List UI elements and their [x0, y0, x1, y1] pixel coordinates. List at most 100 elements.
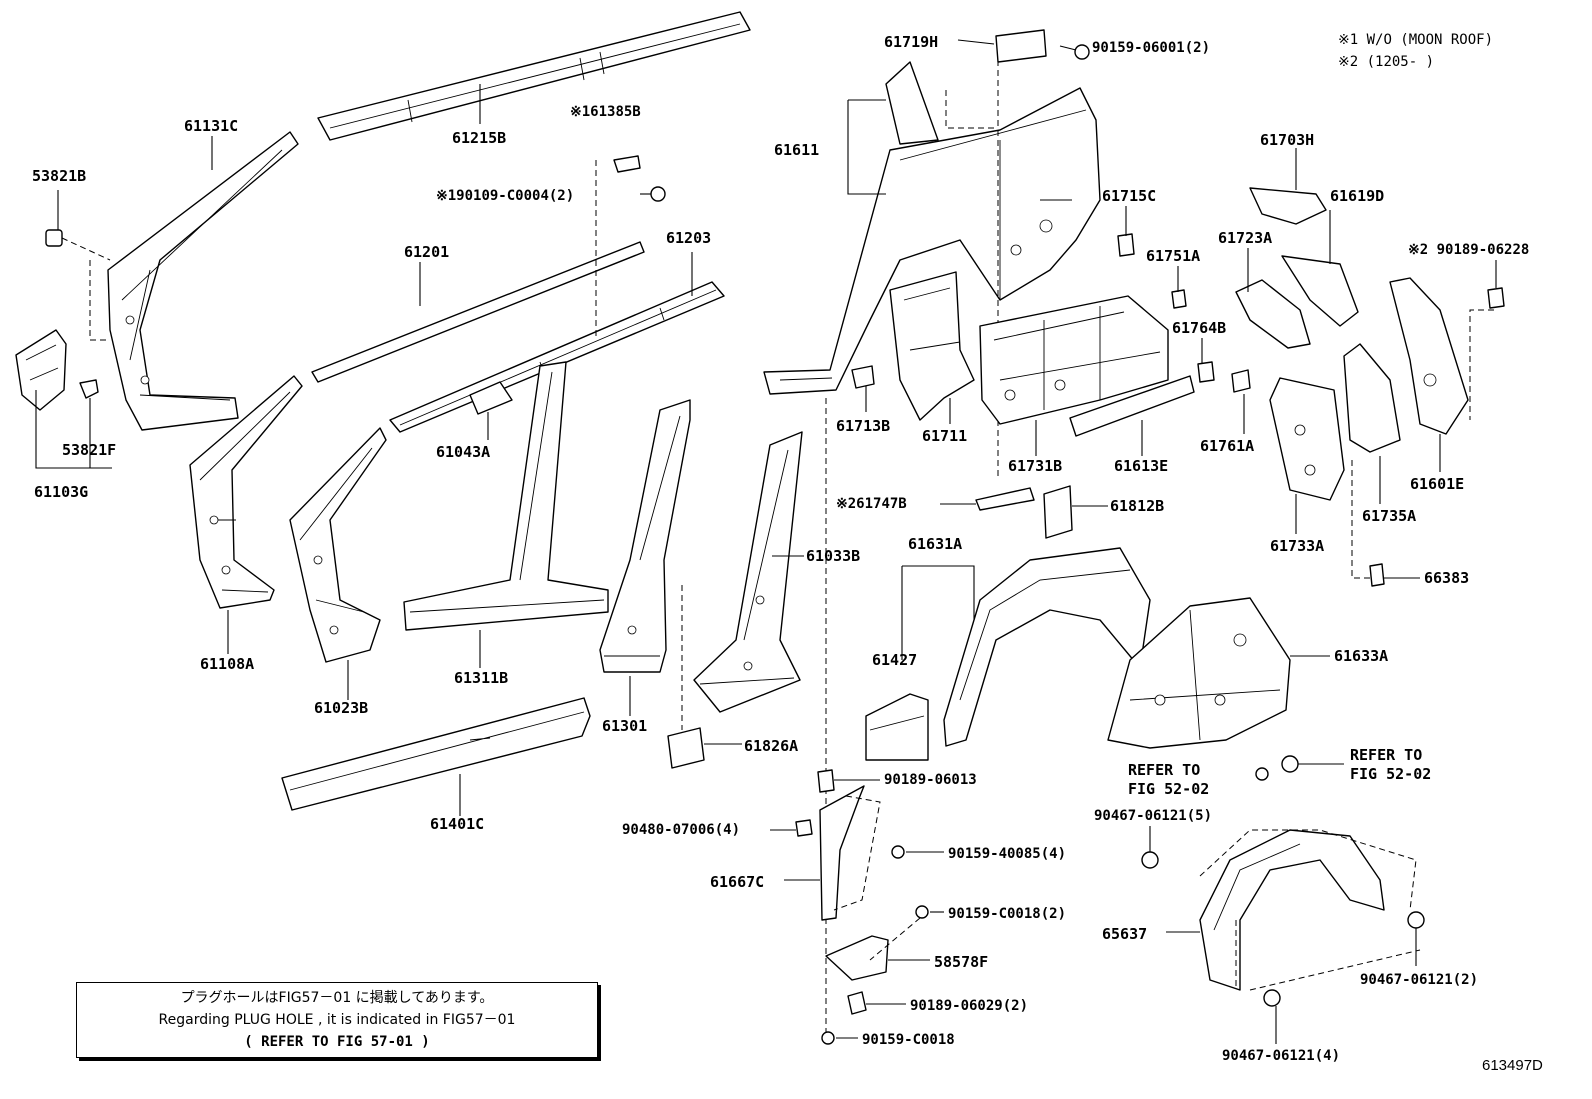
- label-61633a[interactable]: 61633A: [1334, 647, 1389, 665]
- part-61385b-bracket[interactable]: [613, 155, 641, 173]
- label-61311b[interactable]: 61311B: [454, 669, 509, 687]
- part-61215b-roof-rail[interactable]: [317, 11, 751, 141]
- part-61719h-bracket[interactable]: [995, 29, 1047, 63]
- label-90189-06228[interactable]: ※2 90189-06228: [1408, 242, 1530, 258]
- label-61131c[interactable]: 61131C: [184, 117, 239, 135]
- part-65637-fender-liner[interactable]: [1199, 829, 1385, 991]
- part-61735a-panel[interactable]: [1343, 343, 1401, 453]
- part-61733a-panel[interactable]: [1269, 377, 1345, 501]
- label-61711[interactable]: 61711: [922, 427, 968, 445]
- part-61715c-bracket[interactable]: [1117, 233, 1135, 257]
- part-61103g-bracket[interactable]: [15, 329, 67, 411]
- label-90159-06001[interactable]: 90159-06001(2): [1092, 40, 1211, 56]
- label-61385b[interactable]: ※161385B: [570, 104, 641, 120]
- part-61301-pillar-inner[interactable]: [599, 399, 691, 673]
- label-61812b[interactable]: 61812B: [1110, 497, 1165, 515]
- part-61633a-wheelhouse-inner[interactable]: [1107, 597, 1291, 749]
- label-61427[interactable]: 61427: [872, 651, 918, 669]
- part-61033b-rear-pillar[interactable]: [693, 431, 803, 713]
- bolt-refer-52-02-b[interactable]: [1281, 755, 1299, 773]
- clip-90480-07006[interactable]: [795, 819, 813, 837]
- label-65637[interactable]: 65637: [1102, 925, 1148, 943]
- label-61719h[interactable]: 61719H: [884, 33, 939, 51]
- part-61764b-bracket[interactable]: [1197, 361, 1215, 383]
- label-61601e[interactable]: 61601E: [1410, 475, 1465, 493]
- label-61103g[interactable]: 61103G: [34, 483, 89, 501]
- clip-90189-06228[interactable]: [1487, 287, 1505, 309]
- label-61715c[interactable]: 61715C: [1102, 187, 1157, 205]
- part-61613e-reinforcement[interactable]: [1069, 375, 1195, 437]
- clip-90189-06029[interactable]: [847, 991, 867, 1015]
- label-90480-07006[interactable]: 90480-07006(4): [622, 822, 741, 838]
- bolt-90159-06001[interactable]: [1059, 44, 1090, 60]
- label-61215b[interactable]: 61215B: [452, 129, 507, 147]
- refer-fig-52-02-right[interactable]: REFER TO FIG 52-02: [1350, 746, 1431, 784]
- part-61751a-bracket[interactable]: [1171, 289, 1187, 309]
- label-53821f[interactable]: 53821F: [62, 441, 117, 459]
- label-61043a[interactable]: 61043A: [436, 443, 491, 461]
- part-61023b-center-pillar[interactable]: [289, 427, 387, 663]
- label-90467-06121-4[interactable]: 90467-06121(4): [1222, 1048, 1341, 1064]
- label-61713b[interactable]: 61713B: [836, 417, 891, 435]
- label-61731b[interactable]: 61731B: [1008, 457, 1063, 475]
- part-61826a-pad[interactable]: [667, 727, 705, 769]
- nut-90467-06121-2[interactable]: [1407, 911, 1425, 929]
- part-61631a-wheelhouse-outer[interactable]: [943, 547, 1151, 747]
- plug-hole-refer-link[interactable]: ( REFER TO FIG 57-01 ): [244, 1034, 430, 1050]
- part-61812b-pad[interactable]: [1043, 485, 1073, 539]
- part-61131c-front-pillar[interactable]: [107, 131, 299, 431]
- part-61043a-bracket[interactable]: [469, 381, 513, 415]
- part-61747b-bracket[interactable]: [975, 487, 1035, 511]
- bolt-refer-52-02-a[interactable]: [1255, 767, 1269, 781]
- label-66383[interactable]: 66383: [1424, 569, 1470, 587]
- label-58578f[interactable]: 58578F: [934, 953, 989, 971]
- label-90189-06013[interactable]: 90189-06013: [884, 772, 977, 788]
- part-61711-wheelhouse-panel[interactable]: [889, 271, 975, 421]
- label-61611[interactable]: 61611: [774, 141, 820, 159]
- part-61311b-pillar-outer[interactable]: [403, 361, 609, 631]
- part-61601e-panel[interactable]: [1389, 277, 1469, 435]
- label-61826a[interactable]: 61826A: [744, 737, 799, 755]
- label-61764b[interactable]: 61764B: [1172, 319, 1227, 337]
- part-66383-plate[interactable]: [1369, 563, 1385, 587]
- label-61203[interactable]: 61203: [666, 229, 712, 247]
- label-61108a[interactable]: 61108A: [200, 655, 255, 673]
- bolt-90109-c0004[interactable]: [640, 186, 666, 202]
- part-53821f-clip[interactable]: [79, 379, 99, 399]
- part-61611-quarter-panel[interactable]: [763, 61, 1101, 395]
- bolt-90159-c0018[interactable]: [821, 1031, 835, 1045]
- part-61108a-front-pillar-lower[interactable]: [189, 375, 303, 609]
- label-61201[interactable]: 61201: [404, 243, 450, 261]
- part-61761a-bracket[interactable]: [1231, 369, 1251, 393]
- part-61713b-bracket[interactable]: [851, 365, 875, 389]
- label-61761a[interactable]: 61761A: [1200, 437, 1255, 455]
- label-61735a[interactable]: 61735A: [1362, 507, 1417, 525]
- label-90189-06029[interactable]: 90189-06029(2): [910, 998, 1029, 1014]
- label-61703h[interactable]: 61703H: [1260, 131, 1315, 149]
- nut-90467-06121-4[interactable]: [1263, 989, 1281, 1007]
- label-61613e[interactable]: 61613E: [1114, 457, 1169, 475]
- label-90467-06121-2[interactable]: 90467-06121(2): [1360, 972, 1479, 988]
- part-53821b-clip[interactable]: [45, 229, 63, 247]
- refer-fig-52-02-left[interactable]: REFER TO FIG 52-02: [1128, 761, 1209, 799]
- label-90467-06121-5[interactable]: 90467-06121(5): [1094, 808, 1213, 824]
- part-58578f-bracket[interactable]: [825, 935, 889, 981]
- label-90109-c0004[interactable]: ※190109-C0004(2): [436, 188, 575, 204]
- bolt-90159-c0018-pair[interactable]: [915, 905, 929, 919]
- part-61427-extension[interactable]: [865, 693, 929, 761]
- bolt-90159-40085[interactable]: [891, 845, 905, 859]
- clip-90189-06013[interactable]: [817, 769, 835, 793]
- label-61301[interactable]: 61301: [602, 717, 648, 735]
- label-61619d[interactable]: 61619D: [1330, 187, 1385, 205]
- part-61401c-rocker[interactable]: [281, 697, 591, 811]
- part-61723a-panel[interactable]: [1235, 279, 1311, 349]
- label-53821b[interactable]: 53821B: [32, 167, 87, 185]
- part-61703h-gusset[interactable]: [1249, 187, 1327, 225]
- nut-90467-06121-5[interactable]: [1141, 851, 1159, 869]
- label-61023b[interactable]: 61023B: [314, 699, 369, 717]
- label-61723a[interactable]: 61723A: [1218, 229, 1273, 247]
- label-61401c[interactable]: 61401C: [430, 815, 485, 833]
- label-61747b[interactable]: ※261747B: [836, 496, 907, 512]
- label-61667c[interactable]: 61667C: [710, 873, 765, 891]
- label-90159-c0018[interactable]: 90159-C0018: [862, 1032, 955, 1048]
